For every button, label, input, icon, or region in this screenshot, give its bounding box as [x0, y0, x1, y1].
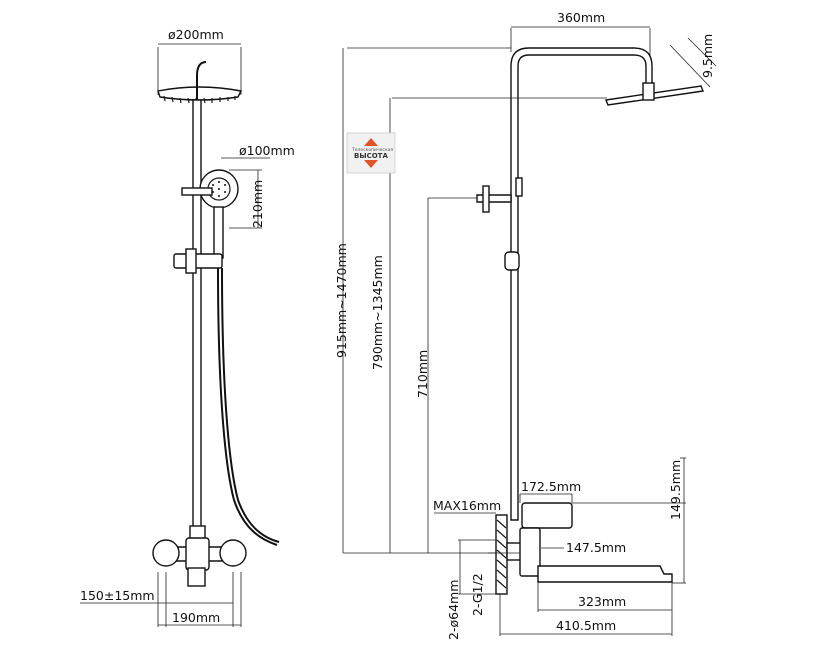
side-view: Телескопическая ВЫСОТА 360mm 9.5mm 915mm…: [334, 10, 717, 640]
diverter-height-label: 710mm: [415, 350, 430, 398]
riser-and-arm-side: [510, 47, 653, 521]
height-total-label: 915mm~1470mm: [334, 243, 349, 358]
diverter-side-stem: [476, 194, 512, 203]
inlet-thread-label: 2-G1/2: [470, 573, 485, 616]
shower-hose-front-inner: [221, 267, 280, 543]
wall-hatching: [496, 519, 507, 589]
hand-shower-side: [515, 177, 523, 197]
badge-main-text: ВЫСОТА: [354, 152, 388, 160]
slide-holder-front: [173, 253, 223, 269]
badge-arrow-down-icon: [364, 160, 378, 168]
diverter-knob-front: [181, 187, 213, 196]
holder-height-label: 210mm: [250, 180, 265, 228]
head-tilt-ext-a: [669, 44, 711, 88]
cover-diameter-label: 2-ø64mm: [446, 580, 461, 640]
left-wall-cover: [152, 539, 180, 567]
mixer-depth-label: 172.5mm: [521, 479, 581, 494]
spout-length-label: 323mm: [578, 594, 626, 609]
right-wall-cover: [219, 539, 247, 567]
height-head-label: 790mm~1345mm: [370, 255, 385, 370]
inlet-spacing-label: 150±15mm: [80, 588, 155, 603]
spout-side: [537, 565, 673, 583]
riser-pipe-front: [192, 99, 202, 531]
head-tilt-ext-b: [687, 37, 717, 67]
badge-top-text: Телескопическая: [351, 147, 393, 153]
diverter-side-knob: [482, 185, 490, 213]
spout-total-label: 410.5mm: [556, 618, 616, 633]
mixer-side-cartridge: [519, 527, 541, 577]
spout-offset-label: 147.5mm: [566, 540, 626, 555]
rain-head-connector: [642, 82, 655, 101]
shower-arm-front: [196, 61, 207, 150]
mixer-width-label: 190mm: [172, 610, 220, 625]
rain-shower-head: [157, 86, 243, 101]
badge-arrow-up-icon: [364, 138, 378, 146]
arm-reach-label: 360mm: [557, 10, 605, 25]
slide-holder-side: [504, 251, 520, 271]
hand-shower-diameter-label: ø100mm: [239, 143, 295, 158]
spout-front: [187, 567, 206, 587]
front-view: ø200mm ø100mm 210mm 150±15mm 190mm: [80, 27, 295, 627]
head-tilt-label: 9.5mm: [700, 34, 715, 78]
mixer-side-lever: [521, 502, 573, 529]
mixer-center-body: [185, 537, 210, 571]
max-wall-label: MAX16mm: [433, 498, 501, 513]
hand-shower-handle: [213, 206, 224, 259]
shower-hose-front: [217, 267, 278, 546]
head-diameter-label: ø200mm: [168, 27, 224, 42]
mixer-height-label: 149.5mm: [668, 460, 683, 520]
slide-holder-clamp: [185, 248, 197, 274]
